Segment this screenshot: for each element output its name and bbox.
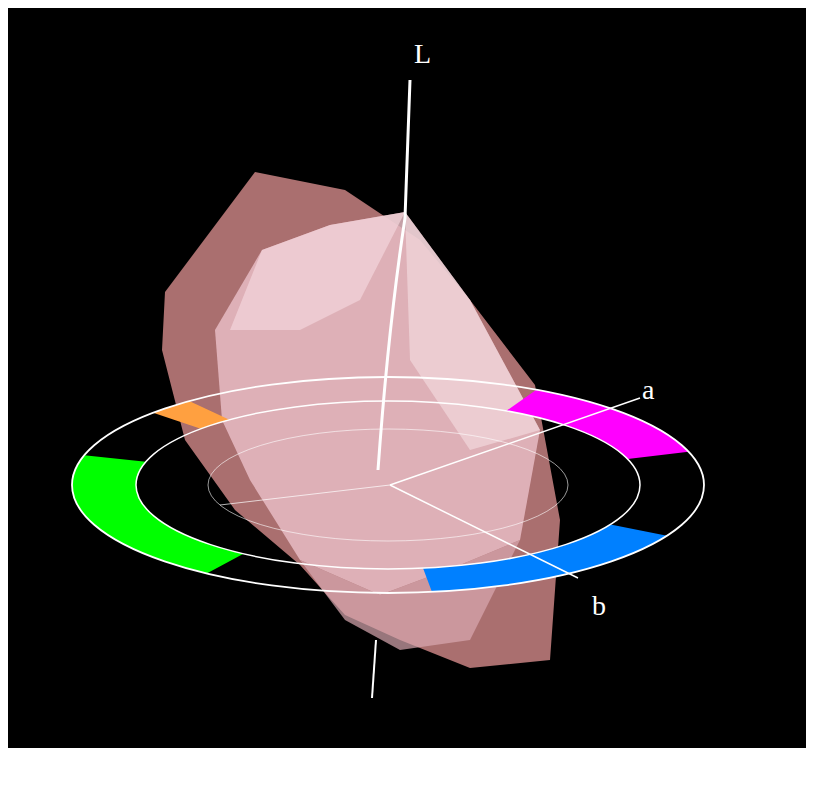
hue-segment [153,401,229,429]
hue-segment [72,455,243,573]
a-axis [390,398,640,485]
ring-ellipse [136,401,640,569]
b-axis [390,485,578,578]
ring-ellipse [72,377,704,593]
l-axis [372,640,376,698]
axis-label: a [640,376,656,404]
ring-ellipse [208,429,568,541]
inner-solid [215,212,540,595]
axis-label: L [412,40,433,68]
l-axis [378,80,410,470]
lower-facet [300,540,520,650]
inner-facet [230,212,405,330]
hue-segment [423,524,667,592]
rings [72,377,704,593]
axis-label: b [590,592,608,620]
axis-line [220,485,390,505]
hue-segment [506,390,688,459]
black-ground [8,8,806,748]
inner-facet [405,212,540,450]
